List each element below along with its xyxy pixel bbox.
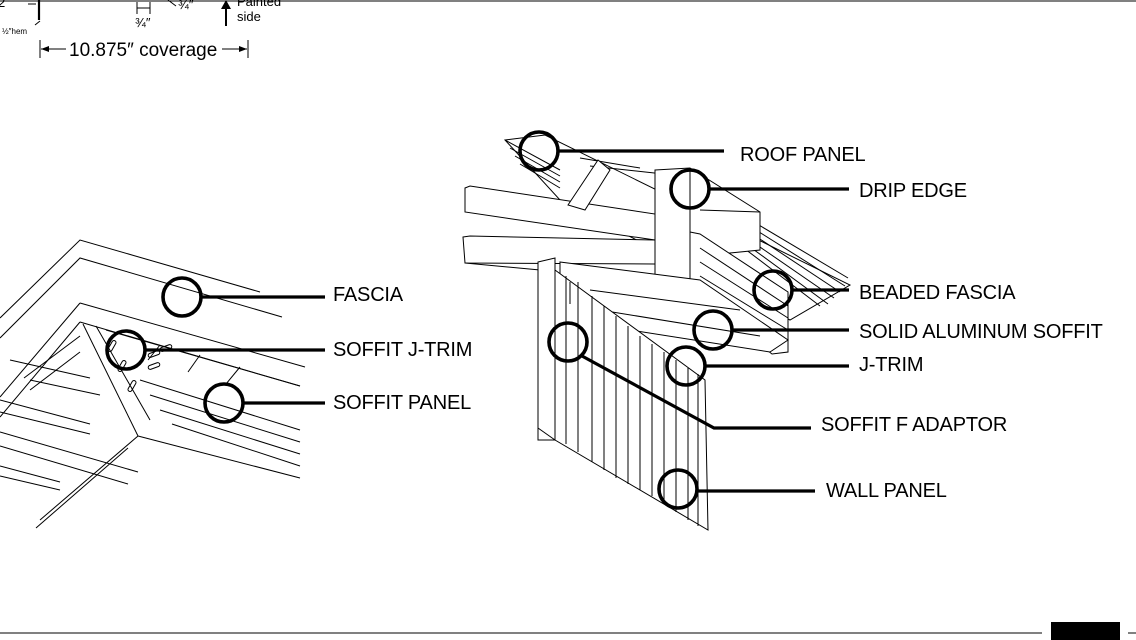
left-callouts: FASCIA SOFFIT J-TRIM SOFFIT PANEL (105, 276, 472, 424)
soffit-underside-drawing (0, 239, 306, 529)
profile-clip-fragment: 2 (0, 0, 5, 10)
label-beaded-fascia: BEADED FASCIA (859, 282, 1016, 304)
dim-three-quarter-a: ¾″ (135, 15, 151, 30)
painted-side-arrow-icon (221, 0, 231, 9)
dim-three-quarter-b: ¾″ (178, 0, 194, 12)
label-drip-edge: DRIP EDGE (859, 180, 967, 202)
wall-panel-marker (657, 468, 699, 510)
label-soffit-panel: SOFFIT PANEL (333, 392, 471, 414)
soffit-f-adaptor-marker (547, 321, 589, 363)
panel-profile-detail: 2 ½″hem ¾″ ¾″ Painted side 10.875″ cover… (0, 0, 281, 61)
eave-section-drawing (462, 134, 852, 531)
painted-side-line2: side (237, 9, 261, 24)
label-wall-panel: WALL PANEL (826, 480, 947, 502)
label-soffit-j-trim: SOFFIT J-TRIM (333, 339, 472, 361)
label-j-trim: J-TRIM (859, 354, 923, 376)
label-fascia: FASCIA (333, 284, 404, 306)
page-tab (1051, 622, 1120, 640)
painted-side-line1: Painted (237, 0, 281, 9)
label-roof-panel: ROOF PANEL (740, 144, 866, 166)
hem-note: ½″hem (2, 27, 27, 36)
right-callouts: ROOF PANEL DRIP EDGE BEADED FASCIA SOLID… (518, 130, 1103, 510)
label-solid-aluminum-soffit: SOLID ALUMINUM SOFFIT (859, 321, 1103, 343)
coverage-dimension: 10.875″ coverage (69, 40, 217, 61)
label-soffit-f-adaptor: SOFFIT F ADAPTOR (821, 414, 1007, 436)
fascia-marker (161, 276, 203, 318)
soffit-panel-marker (203, 382, 245, 424)
